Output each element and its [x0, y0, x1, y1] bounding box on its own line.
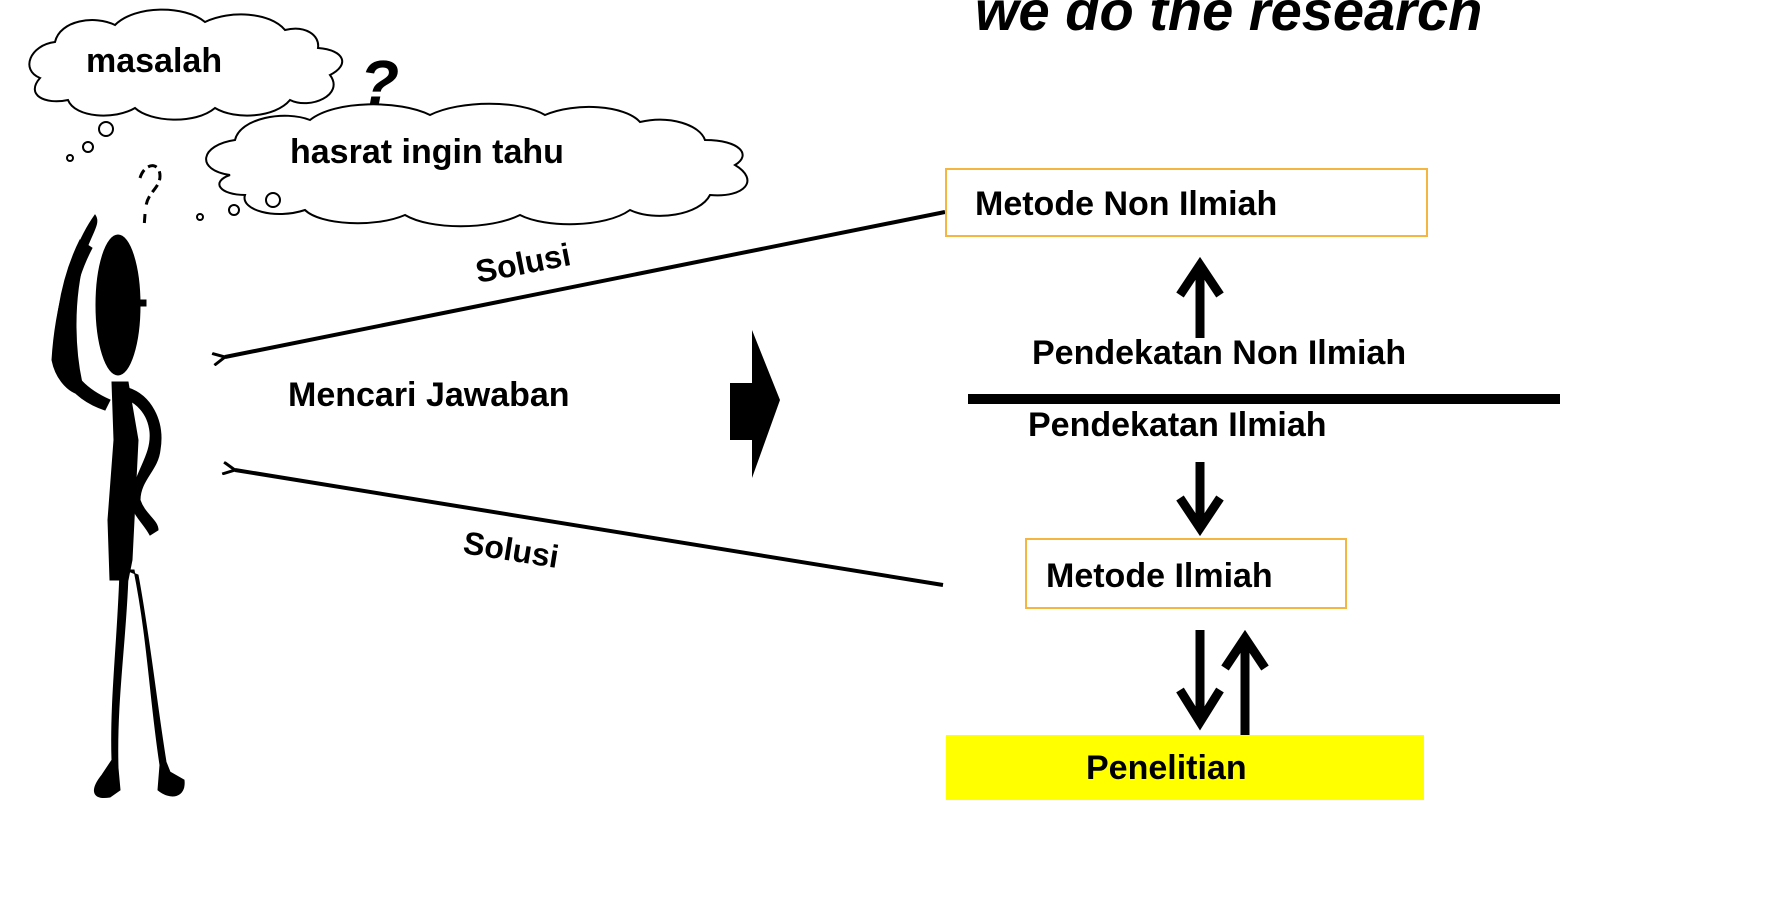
non-scientific-method-box: Metode Non Ilmiah — [945, 168, 1428, 237]
thinking-person-figure — [51, 214, 185, 799]
solution-arrow-bottom — [235, 470, 944, 587]
solution-arrow-top — [225, 210, 946, 357]
big-question-mark: ? — [360, 47, 399, 119]
research-label: Penelitian — [1086, 749, 1247, 787]
scientific-approach-label: Pendekatan Ilmiah — [1028, 406, 1327, 444]
scientific-method-label: Metode Ilmiah — [1046, 557, 1273, 595]
problem-cloud — [28, 8, 344, 121]
curiosity-cloud — [205, 102, 749, 228]
research-box: Penelitian — [946, 735, 1424, 800]
up-arrow-to-non-scientific — [1176, 256, 1224, 338]
non-scientific-method-label: Metode Non Ilmiah — [975, 185, 1278, 223]
non-scientific-approach-label: Pendekatan Non Ilmiah — [1032, 334, 1407, 372]
page-title: we do the research — [975, 0, 1483, 42]
scientific-method-box: Metode Ilmiah — [1025, 538, 1347, 609]
down-arrow-to-scientific — [1176, 462, 1224, 537]
thought-bubble — [66, 154, 74, 162]
solution-label-bottom: Solusi — [461, 524, 561, 575]
problem-label: masalah — [86, 42, 223, 80]
curiosity-label: hasrat ingin tahu — [290, 133, 564, 171]
solution-label-top: Solusi — [472, 236, 573, 290]
block-arrow-right — [730, 330, 780, 478]
thought-bubble — [265, 192, 281, 208]
thought-bubble — [228, 204, 240, 216]
small-question-mark — [138, 164, 162, 229]
approach-divider — [968, 394, 1560, 404]
up-arrow-from-research — [1221, 629, 1269, 735]
down-arrow-to-research — [1176, 630, 1224, 731]
thought-bubble — [98, 121, 114, 137]
thought-bubble — [196, 213, 204, 221]
thought-bubble — [82, 141, 94, 153]
search-answer-label: Mencari Jawaban — [288, 376, 570, 414]
